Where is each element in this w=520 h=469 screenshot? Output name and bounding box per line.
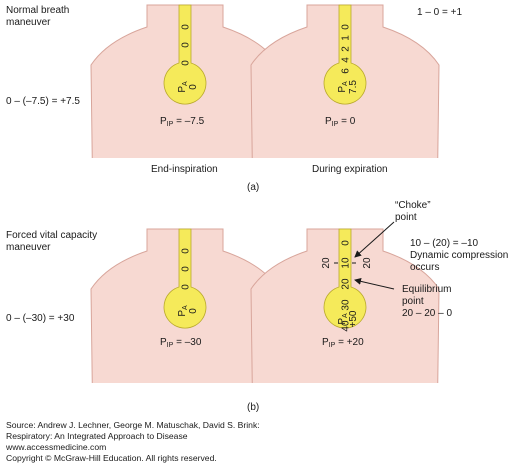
svg-text:0: 0 <box>188 84 199 90</box>
airway-value: 0 <box>181 60 192 66</box>
airway-value: 30 <box>341 299 352 311</box>
equilibrium-label-2: point <box>402 296 424 307</box>
source-line-1: Source: Andrew J. Lechner, George M. Mat… <box>6 420 260 430</box>
airway-value: 1 <box>341 35 352 41</box>
pleural-pressure-b-right: PIP = +20 <box>322 337 364 349</box>
choke-point-label-1: “Choke” <box>395 200 431 211</box>
airway-value: 0 <box>181 24 192 30</box>
svg-text:PA: PA <box>337 81 349 93</box>
source-line-2: Respiratory: An Integrated Approach to D… <box>6 431 188 441</box>
alveolar-pressure-label: PA +50 <box>337 310 359 327</box>
airway-value: 4 <box>341 57 352 63</box>
maneuver-label-a1: Normal breath <box>6 5 70 16</box>
caption-during-expiration: During expiration <box>312 164 388 175</box>
svg-text:0: 0 <box>188 308 199 314</box>
pleural-pressure-b-left: PIP = –30 <box>160 337 202 349</box>
dynamic-compression-3: occurs <box>410 262 440 273</box>
svg-text:PA: PA <box>177 305 189 317</box>
torso-b-right: 0 10 20 30 40 PA +50 20 20 <box>250 228 440 440</box>
maneuver-label-a2: maneuver <box>6 17 51 28</box>
torso-a-left: 0 0 0 PA 0 <box>90 4 280 216</box>
airway-value: 0 <box>181 284 192 290</box>
airway-value: 10 <box>341 257 352 269</box>
equation-a-left: 0 – (–7.5) = +7.5 <box>6 96 80 107</box>
dynamic-compression-2: Dynamic compression <box>410 250 509 261</box>
airway-value: 0 <box>181 266 192 272</box>
torso-a-right: 0 1 2 4 6 PA 7.5 <box>250 4 440 216</box>
source-line-4: Copyright © McGraw-Hill Education. All r… <box>6 453 217 463</box>
alveolar-pressure-label: PA 0 <box>177 81 199 93</box>
equilibrium-label-3: 20 – 20 – 0 <box>402 308 453 319</box>
pleural-pressure-a-right: PIP = 0 <box>325 116 356 128</box>
maneuver-label-b2: maneuver <box>6 242 51 253</box>
airway-value: 20 <box>341 278 352 290</box>
airway-value: 40 <box>341 320 352 332</box>
alveolar-pressure-label: PA 7.5 <box>337 80 359 94</box>
airway-value: 0 <box>341 24 352 30</box>
equilibrium-label-1: Equilibrium <box>402 284 452 295</box>
svg-text:PA: PA <box>337 313 349 325</box>
maneuver-label-b1: Forced vital capacity <box>6 230 98 241</box>
airway-value: 0 <box>181 248 192 254</box>
dynamic-compression-1: 10 – (20) = –10 <box>410 238 479 249</box>
equation-a-right: 1 – 0 = +1 <box>417 7 463 18</box>
svg-text:+50: +50 <box>348 310 359 327</box>
airway-value: 0 <box>181 42 192 48</box>
choke-point-arrow <box>354 221 395 258</box>
panel-label-b: (b) <box>247 402 260 413</box>
caption-end-inspiration: End-inspiration <box>151 164 218 175</box>
pleural-pressure-a-left: PIP = –7.5 <box>160 116 205 128</box>
airway-value: 0 <box>341 240 352 246</box>
airway-value: 6 <box>341 68 352 74</box>
equilibrium-point-arrow <box>354 277 395 290</box>
pleural-pressure-left: 20 <box>321 257 332 269</box>
panel-label-a: (a) <box>247 182 260 193</box>
torso-b-left: 0 0 0 PA 0 <box>90 228 280 440</box>
svg-text:7.5: 7.5 <box>348 80 359 94</box>
pleural-pressure-right: 20 <box>362 257 373 269</box>
choke-point-label-2: point <box>395 212 417 223</box>
source-line-3: www.accessmedicine.com <box>6 442 107 452</box>
equation-b-left: 0 – (–30) = +30 <box>6 313 75 324</box>
alveolar-pressure-label: PA 0 <box>177 305 199 317</box>
airway-value: 2 <box>341 46 352 52</box>
svg-text:PA: PA <box>177 81 189 93</box>
